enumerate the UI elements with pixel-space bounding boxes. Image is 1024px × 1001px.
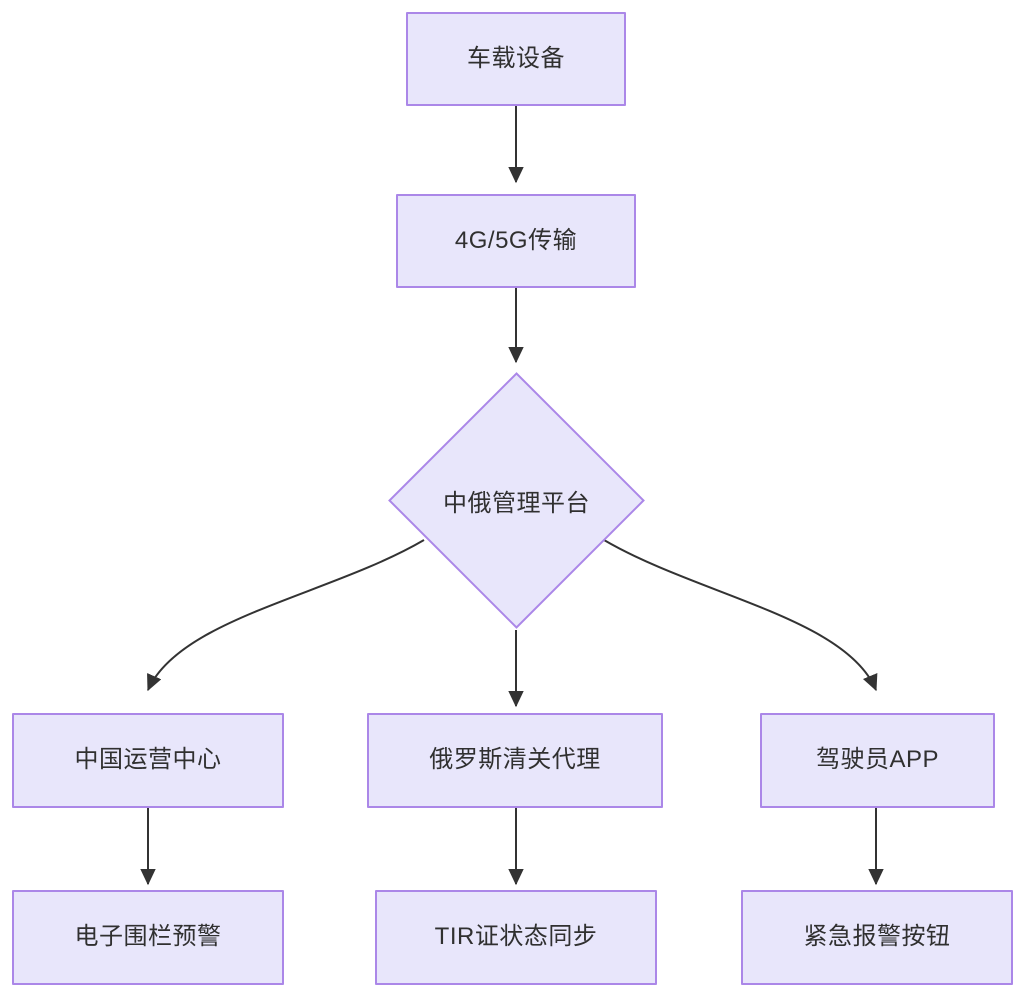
node-russia-customs-agent[interactable]: 俄罗斯清关代理 [367,713,663,808]
diamond-shape [388,372,645,629]
node-vehicle-device[interactable]: 车载设备 [406,12,626,106]
node-china-russia-platform[interactable]: 中俄管理平台 [388,372,645,629]
node-geofence-alert[interactable]: 电子围栏预警 [12,890,284,985]
node-label: 驾驶员APP [815,746,940,774]
node-4g-5g-transmission[interactable]: 4G/5G传输 [396,194,636,288]
node-emergency-alarm-button[interactable]: 紧急报警按钮 [741,890,1013,985]
node-label: 4G/5G传输 [454,226,578,254]
node-tir-status-sync[interactable]: TIR证状态同步 [375,890,657,985]
node-label: 电子围栏预警 [74,923,222,951]
edge-n3-n4 [147,539,425,692]
node-label: 中俄管理平台 [443,490,590,517]
node-label: 紧急报警按钮 [803,923,951,951]
node-label: TIR证状态同步 [434,923,598,951]
node-label: 俄罗斯清关代理 [429,746,601,774]
node-china-operation-center[interactable]: 中国运营中心 [12,713,284,808]
node-label: 车载设备 [467,44,565,72]
node-label: 中国运营中心 [74,746,222,774]
node-driver-app[interactable]: 驾驶员APP [760,713,995,808]
